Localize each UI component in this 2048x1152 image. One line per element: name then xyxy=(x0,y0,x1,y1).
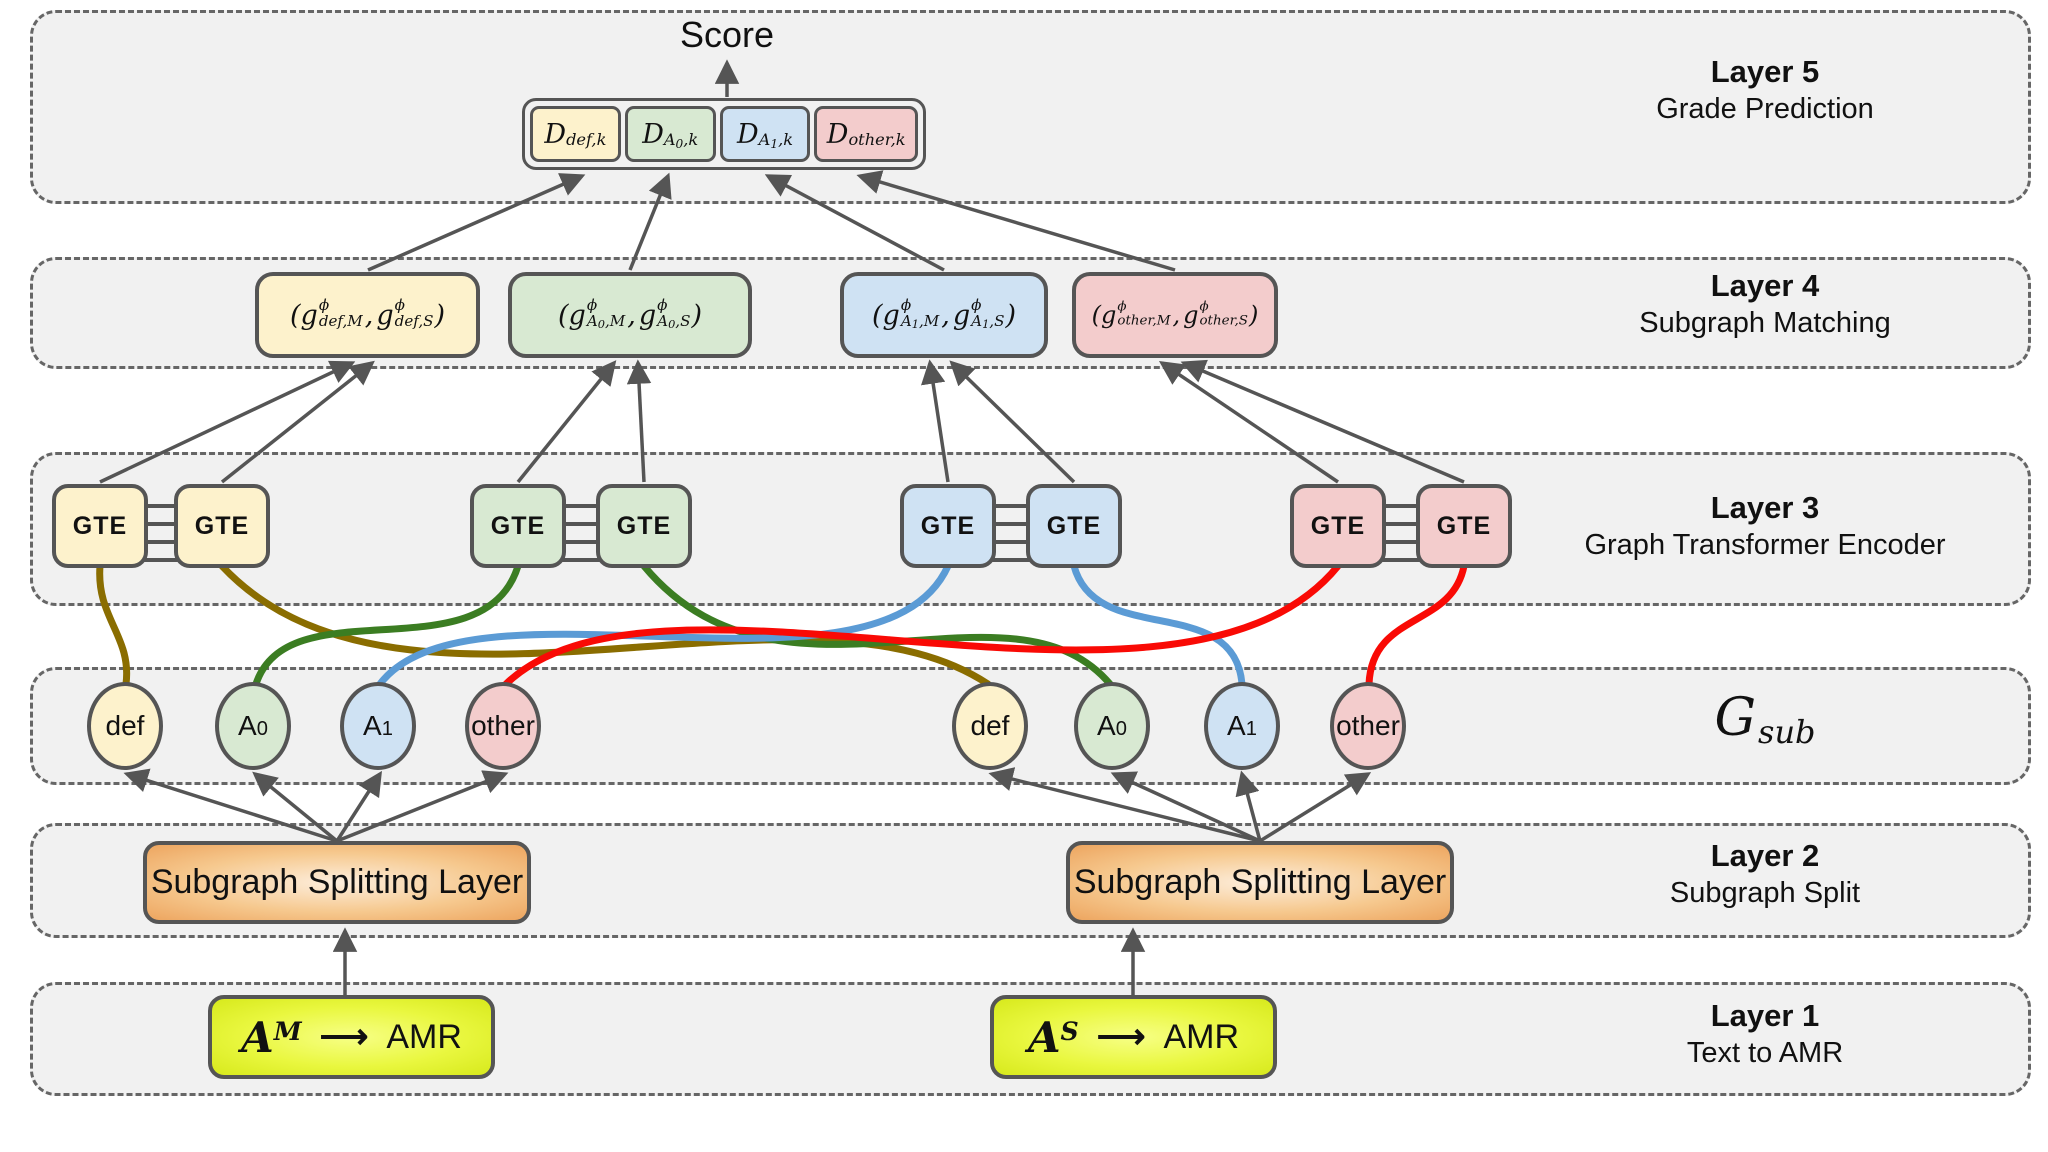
subgraph-splitting-box-right: Subgraph Splitting Layer xyxy=(1066,841,1454,924)
script-a-m: AM xyxy=(241,1012,302,1062)
subgraph-splitting-box-left: Subgraph Splitting Layer xyxy=(143,841,531,924)
gte-box-other-m: GTE xyxy=(1290,484,1386,568)
gte-box-a0-m: GTE xyxy=(470,484,566,568)
band-layer5 xyxy=(30,10,2031,204)
text-to-amr-box-right: AS ⟶ AMR xyxy=(990,995,1277,1079)
score-label: Score xyxy=(679,14,775,55)
gte-box-def-m: GTE xyxy=(52,484,148,568)
gte-box-a0-s: GTE xyxy=(596,484,692,568)
gte-box-a1-m: GTE xyxy=(900,484,996,568)
circle-other-left: other xyxy=(465,682,541,770)
label-gsub: Gsub xyxy=(1714,688,1816,751)
right-arrow-glyph: ⟶ xyxy=(1096,1018,1146,1056)
gte-box-a1-s: GTE xyxy=(1026,484,1122,568)
right-arrow-glyph: ⟶ xyxy=(319,1018,369,1056)
circle-def-right: def xyxy=(952,682,1028,770)
circle-def-left: def xyxy=(87,682,163,770)
gte-box-def-s: GTE xyxy=(174,484,270,568)
circle-other-right: other xyxy=(1330,682,1406,770)
script-a-s: AS xyxy=(1027,1012,1079,1062)
text-to-amr-box-left: AM ⟶ AMR xyxy=(208,995,495,1079)
